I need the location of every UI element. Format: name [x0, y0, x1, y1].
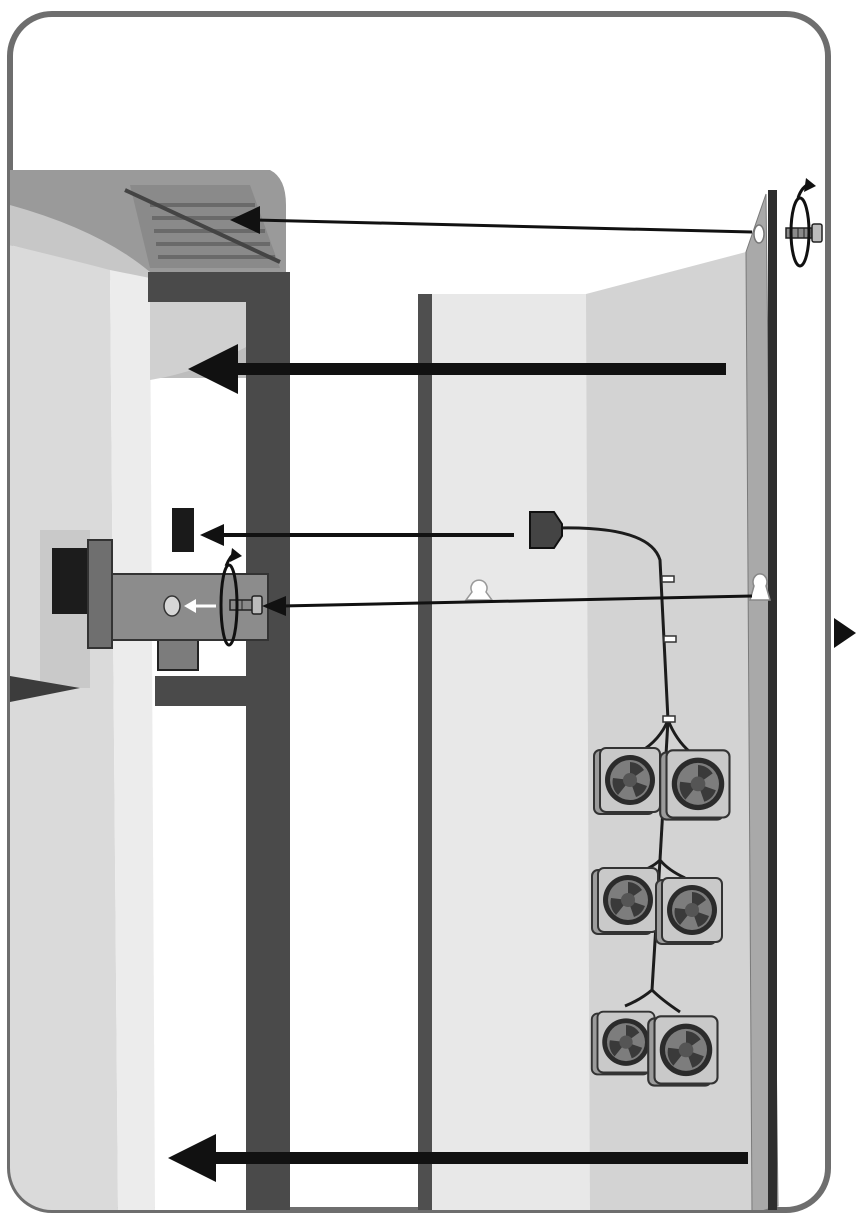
cabinet-frame [10, 170, 290, 1210]
keyhole-icon [749, 573, 771, 601]
panel-screw-hole [753, 224, 765, 244]
cabinet-post [246, 272, 290, 1210]
arrow-bracket-hole [184, 599, 216, 613]
bracket-hole [163, 595, 181, 617]
rotate-arrowhead [230, 548, 242, 562]
fan-icon [590, 1010, 656, 1076]
screw-icon [229, 595, 263, 615]
arrow-top-screw [230, 206, 753, 234]
cabinet-socket [172, 508, 194, 552]
fan-icon [655, 877, 723, 945]
right-pointing-triangle-icon [834, 618, 856, 648]
screw-icon [785, 223, 823, 243]
fan-icon [593, 747, 661, 815]
fan-icon [659, 749, 731, 821]
arrow-upper-panel [188, 344, 726, 394]
rotate-arrowhead [804, 178, 816, 192]
keyhole-icon [464, 579, 494, 601]
arrow-connector [200, 524, 514, 546]
arrow-bottom [168, 1134, 748, 1182]
power-connector [529, 511, 563, 549]
instruction-arrows [168, 206, 753, 1182]
fan-cable-harness [557, 526, 691, 1014]
fan-icon [647, 1015, 719, 1087]
arrow-keyhole [262, 594, 753, 616]
fan-icon [591, 867, 659, 935]
